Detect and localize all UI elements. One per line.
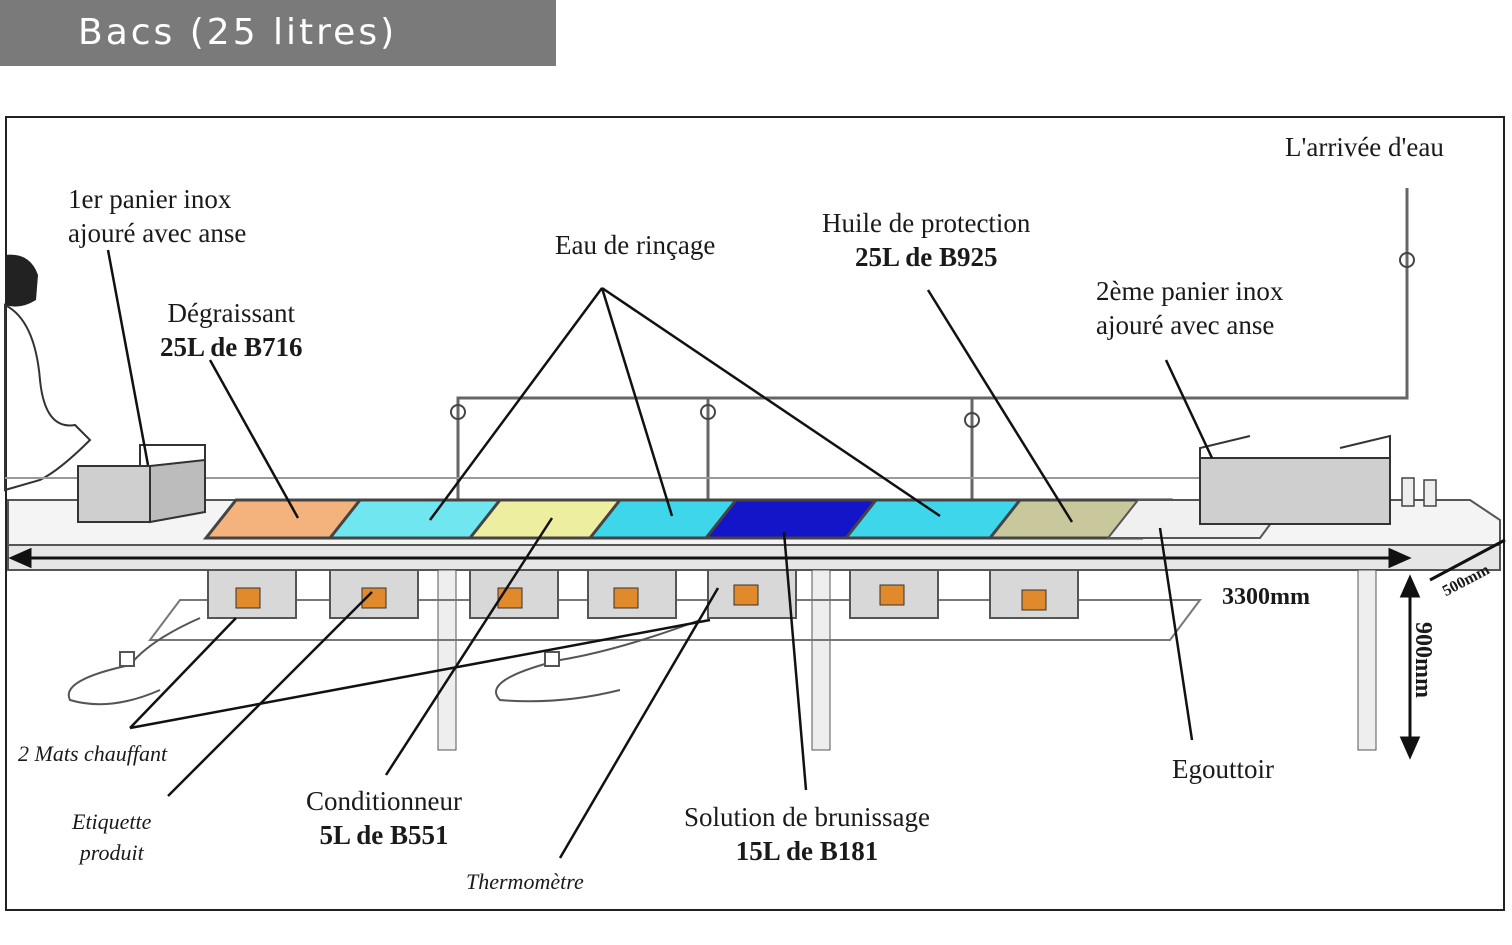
label-thermometre: Thermomètre bbox=[466, 869, 584, 894]
label-arrivee-eau: L'arrivée d'eau bbox=[1285, 132, 1444, 162]
label-solution: Solution de brunissage 15L de B181 bbox=[684, 802, 930, 866]
label-conditionneur: Conditionneur 5L de B551 bbox=[306, 786, 462, 850]
dimension-arrows bbox=[8, 538, 1506, 760]
diagram-frame bbox=[5, 116, 1505, 911]
product-label-icons bbox=[235, 584, 1047, 611]
label-dim-length: 3300mm bbox=[1222, 584, 1310, 610]
tank-underside-boxes bbox=[207, 569, 1079, 619]
page-title: Bacs (25 litres) bbox=[0, 0, 556, 66]
label-dim-height: 900mm bbox=[1410, 622, 1436, 698]
label-huile: Huile de protection 25L de B925 bbox=[822, 208, 1031, 272]
operator-icon bbox=[4, 254, 92, 492]
bottle-icons bbox=[1401, 477, 1437, 507]
label-mats: 2 Mats chauffant bbox=[18, 741, 168, 766]
valve-icons bbox=[450, 252, 1415, 428]
tank-trays bbox=[202, 498, 1173, 540]
label-eau-rincage: Eau de rinçage bbox=[555, 230, 716, 260]
label-panier2: 2ème panier inox ajouré avec anse bbox=[1096, 276, 1284, 340]
basket-icon bbox=[77, 444, 206, 524]
water-supply-pipe bbox=[456, 188, 1409, 500]
label-panier1: 1er panier inox ajouré avec anse bbox=[68, 184, 247, 248]
leader-lines bbox=[106, 249, 1214, 859]
label-degraissant: Dégraissant 25L de B716 bbox=[160, 298, 303, 362]
basket-icon bbox=[1199, 434, 1391, 525]
label-egouttoir: Egouttoir bbox=[1172, 754, 1274, 784]
heating-mat-cords bbox=[67, 617, 701, 706]
label-etiquette: Etiquette produit bbox=[72, 809, 152, 865]
